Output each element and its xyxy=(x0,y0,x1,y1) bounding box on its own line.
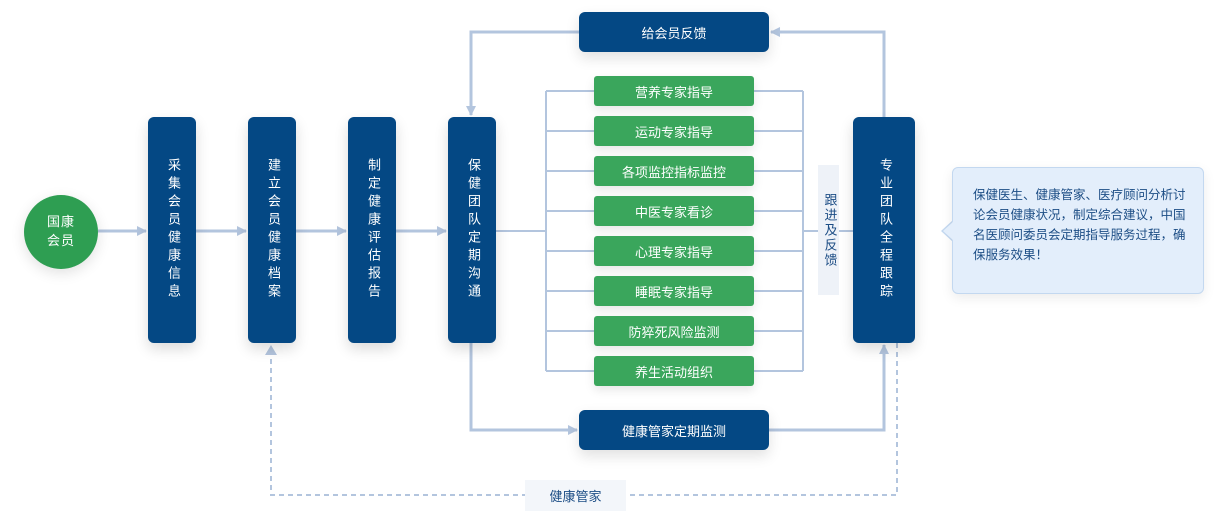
step-collect-info: 采集会员健康信息 xyxy=(148,117,196,343)
health-manager-label: 健康管家 xyxy=(525,480,626,511)
start-node-label: 国康会员 xyxy=(46,215,75,249)
service-label: 中医专家看诊 xyxy=(634,205,713,221)
callout-description: 保健医生、健康管家、医疗顾问分析讨论会员健康状况，制定综合建议，中国名医顾问委员… xyxy=(952,167,1204,294)
step-label: 采集会员健康信息 xyxy=(165,158,180,302)
service-indicator-monitoring: 各项监控指标监控 xyxy=(594,156,754,186)
step-team-communication: 保健团队定期沟通 xyxy=(448,117,496,343)
callout-pointer-fill xyxy=(943,221,954,241)
step-build-archive: 建立会员健康档案 xyxy=(248,117,296,343)
feedback-label: 给会员反馈 xyxy=(641,26,707,42)
arrow-tracking-to-feedback xyxy=(770,27,886,117)
service-label: 各项监控指标监控 xyxy=(621,165,726,181)
tracking-label: 专业团队全程跟踪 xyxy=(877,158,892,302)
arrow-step4-to-monitor xyxy=(469,343,578,435)
monitor-label: 健康管家定期监测 xyxy=(621,424,726,440)
service-nutrition: 营养专家指导 xyxy=(594,76,754,106)
team-full-tracking: 专业团队全程跟踪 xyxy=(853,117,915,343)
followup-text: 跟进及反馈 xyxy=(821,192,837,268)
service-label: 睡眠专家指导 xyxy=(634,285,713,301)
step-label: 建立会员健康档案 xyxy=(265,158,280,302)
service-label: 运动专家指导 xyxy=(634,125,713,141)
followup-feedback-label: 跟进及反馈 xyxy=(818,165,839,295)
manager-monitoring-box: 健康管家定期监测 xyxy=(579,410,769,450)
service-label: 营养专家指导 xyxy=(634,85,713,101)
arrow-monitor-to-tracking xyxy=(769,344,889,432)
arrow-feedback-to-step4 xyxy=(466,30,579,116)
service-exercise: 运动专家指导 xyxy=(594,116,754,146)
service-sleep: 睡眠专家指导 xyxy=(594,276,754,306)
start-node-member: 国康会员 xyxy=(24,195,98,269)
service-label: 防猝死风险监测 xyxy=(628,325,720,341)
service-wellness-activities: 养生活动组织 xyxy=(594,356,754,386)
feedback-to-member-box: 给会员反馈 xyxy=(579,12,769,52)
service-psychology: 心理专家指导 xyxy=(594,236,754,266)
manager-text: 健康管家 xyxy=(549,490,602,505)
dashed-manager-loop xyxy=(270,343,898,496)
step-label: 保健团队定期沟通 xyxy=(465,158,480,302)
service-label: 心理专家指导 xyxy=(634,245,713,261)
step-label: 制定健康评估报告 xyxy=(365,158,380,302)
step-assessment-report: 制定健康评估报告 xyxy=(348,117,396,343)
service-label: 养生活动组织 xyxy=(634,365,713,381)
service-sudden-death-risk: 防猝死风险监测 xyxy=(594,316,754,346)
service-tcm: 中医专家看诊 xyxy=(594,196,754,226)
callout-text: 保健医生、健康管家、医疗顾问分析讨论会员健康状况，制定综合建议，中国名医顾问委员… xyxy=(973,187,1186,262)
